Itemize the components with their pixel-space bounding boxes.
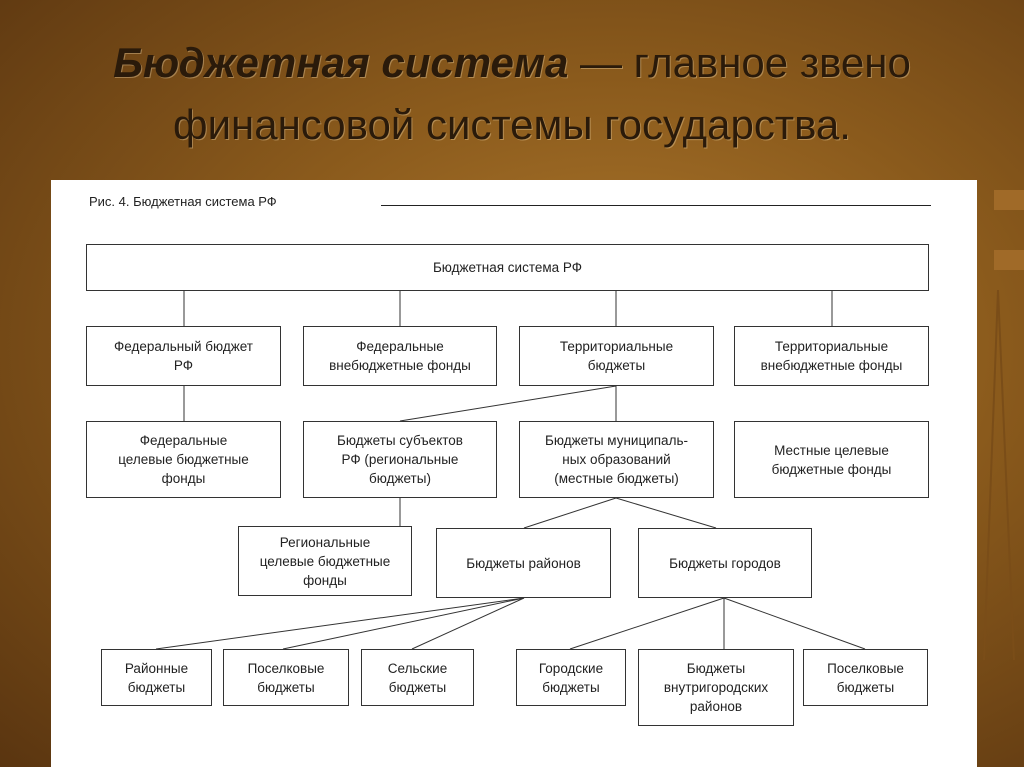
- node-root: Бюджетная система РФ: [86, 244, 929, 291]
- node-municipal-budgets: Бюджеты муниципаль- ных образований (мес…: [519, 421, 714, 498]
- slide-title-emphasis: Бюджетная система: [113, 39, 569, 86]
- node-district-budgets: Бюджеты районов: [436, 528, 611, 598]
- node-city-budgets: Бюджеты городов: [638, 528, 812, 598]
- node-rayon-budgets: Районные бюджеты: [101, 649, 212, 706]
- figure-caption: Рис. 4. Бюджетная система РФ: [89, 194, 277, 209]
- node-intracity-budgets: Бюджеты внутригородских районов: [638, 649, 794, 726]
- node-regional-target-funds: Региональные целевые бюджетные фонды: [238, 526, 412, 596]
- node-federal-offbudget-funds: Федеральные внебюджетные фонды: [303, 326, 497, 386]
- node-settlement-budgets-2: Поселковые бюджеты: [803, 649, 928, 706]
- node-territorial-offbudget-funds: Территориальные внебюджетные фонды: [734, 326, 929, 386]
- node-federal-budget: Федеральный бюджет РФ: [86, 326, 281, 386]
- node-subject-budgets: Бюджеты субъектов РФ (региональные бюдже…: [303, 421, 497, 498]
- slide-title-line1: Бюджетная система — главное звено: [0, 32, 1024, 94]
- node-territorial-budgets: Территориальные бюджеты: [519, 326, 714, 386]
- caption-rule: [381, 205, 931, 206]
- node-urban-budgets: Городские бюджеты: [516, 649, 626, 706]
- connector-lines: [155, 291, 866, 650]
- slide-title-line2: финансовой системы государства.: [173, 101, 851, 148]
- slide-title-rest: — главное звено: [568, 39, 911, 86]
- node-federal-target-funds: Федеральные целевые бюджетные фонды: [86, 421, 281, 498]
- node-settlement-budgets-1: Поселковые бюджеты: [223, 649, 349, 706]
- node-rural-budgets: Сельские бюджеты: [361, 649, 474, 706]
- background-pillar-decoration: [983, 190, 1024, 661]
- diagram-panel: Рис. 4. Бюджетная система РФ Бюджетная с…: [51, 180, 977, 767]
- node-local-target-funds: Местные целевые бюджетные фонды: [734, 421, 929, 498]
- slide-title: Бюджетная система — главное звено финанс…: [0, 32, 1024, 156]
